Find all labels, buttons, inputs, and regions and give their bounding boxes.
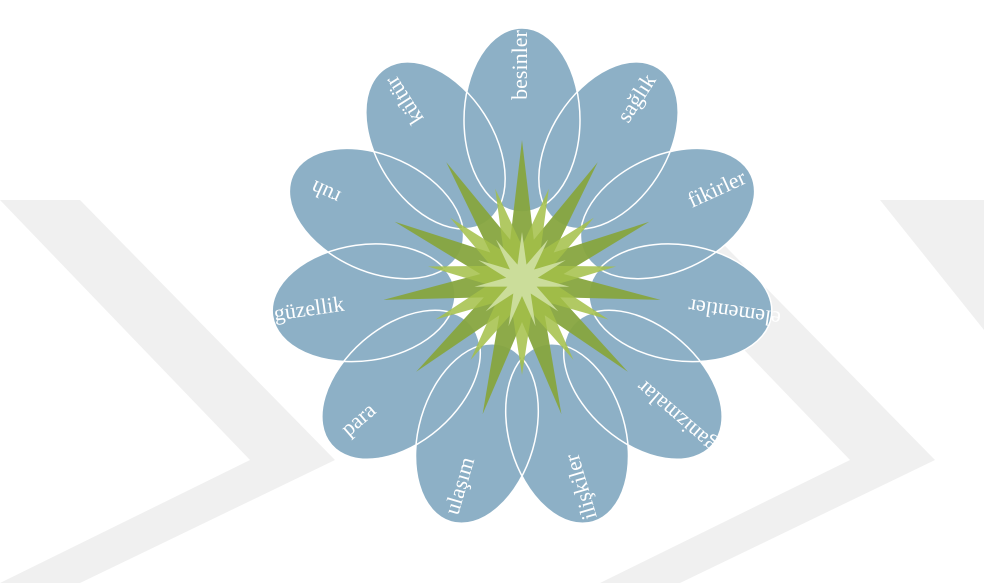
petal-label: besinler xyxy=(507,30,532,100)
watermark-chevron-far xyxy=(880,200,984,330)
watermark-chevron-left xyxy=(0,200,335,583)
